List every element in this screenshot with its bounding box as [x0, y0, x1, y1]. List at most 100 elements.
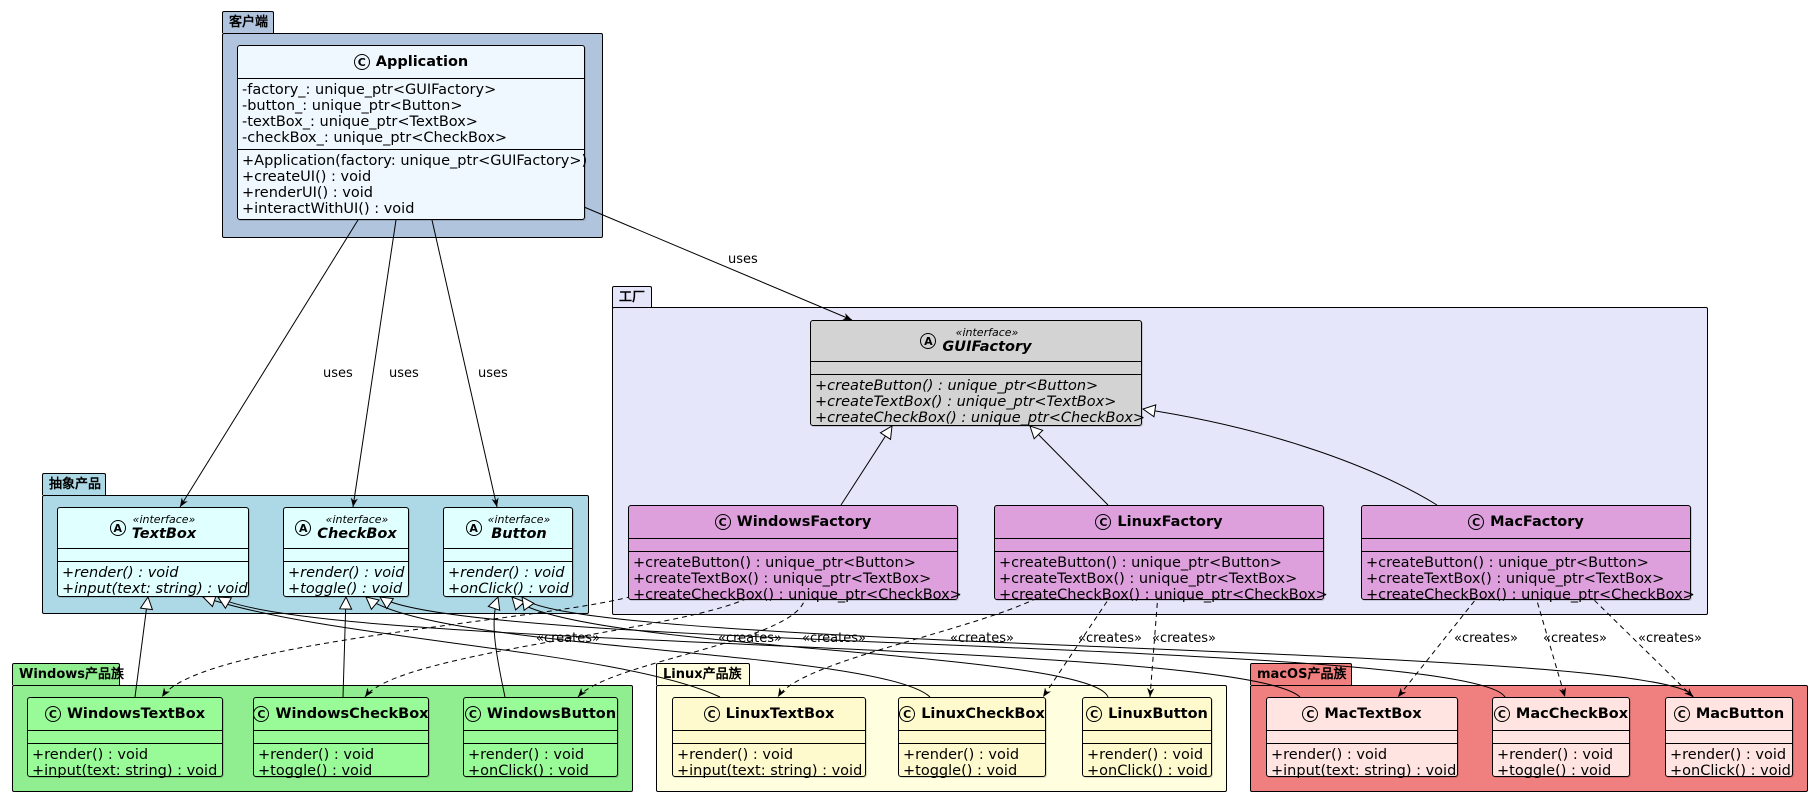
class-name: Application: [375, 54, 469, 70]
method: +createTextBox() : unique_ptr<TextBox>: [999, 571, 1298, 587]
class-windows-factory[interactable]: C WindowsFactory +createButton() : uniqu…: [628, 505, 962, 603]
method: +createCheckBox() : unique_ptr<CheckBox>: [999, 587, 1328, 603]
class-application[interactable]: C Application -factory_: unique_ptr<GUIF…: [237, 45, 588, 220]
class-header: C LinuxCheckBox: [899, 698, 1045, 731]
class-name: LinuxTextBox: [725, 706, 835, 722]
class-fields: [1362, 539, 1690, 552]
field: -factory_: unique_ptr<GUIFactory>: [242, 82, 497, 98]
class-mac-factory[interactable]: C MacFactory +createButton() : unique_pt…: [1361, 505, 1695, 603]
package-tab: Windows产品族: [12, 663, 124, 685]
class-methods: +render() : void +toggle() : void: [284, 562, 408, 600]
class-header: A «interface» CheckBox: [284, 508, 408, 549]
class-windows-button[interactable]: C WindowsButton +render() : void +onClic…: [463, 697, 618, 779]
interface-button[interactable]: A «interface» Button +render() : void +o…: [443, 507, 573, 597]
field: -textBox_: unique_ptr<TextBox>: [242, 114, 478, 130]
class-linux-factory[interactable]: C LinuxFactory +createButton() : unique_…: [994, 505, 1328, 603]
class-fields: [673, 731, 865, 744]
class-fields: [995, 539, 1323, 552]
method: +render() : void: [1497, 747, 1614, 763]
class-windows-textbox[interactable]: C WindowsTextBox +render() : void +input…: [27, 697, 223, 779]
class-header: C MacTextBox: [1267, 698, 1457, 731]
class-icon: C: [1468, 514, 1485, 530]
abstract-class-icon: A: [920, 333, 937, 349]
class-header: C WindowsCheckBox: [253, 698, 429, 731]
method: +createCheckBox() : unique_ptr<CheckBox>: [815, 410, 1146, 426]
method: +render() : void: [62, 565, 179, 581]
class-methods: +createButton() : unique_ptr<Button> +cr…: [995, 552, 1328, 606]
package-tab: Linux产品族: [656, 663, 750, 685]
method: +Application(factory: unique_ptr<GUIFact…: [242, 153, 588, 169]
stereotype: «interface»: [955, 326, 1019, 339]
class-mac-textbox[interactable]: C MacTextBox +render() : void +input(tex…: [1266, 697, 1458, 779]
method: +input(text: string) : void: [1271, 763, 1457, 779]
class-header: C LinuxFactory: [995, 506, 1323, 539]
class-methods: +render() : void +toggle() : void: [1493, 744, 1629, 782]
class-methods: +createButton() : unique_ptr<Button> +cr…: [811, 375, 1146, 429]
class-name: WindowsButton: [486, 706, 617, 722]
class-name: WindowsCheckBox: [275, 706, 429, 722]
class-methods: +render() : void +onClick() : void: [444, 562, 572, 600]
method: +createTextBox() : unique_ptr<TextBox>: [1366, 571, 1665, 587]
method: +render() : void: [32, 747, 149, 763]
class-windows-checkbox[interactable]: C WindowsCheckBox +render() : void +togg…: [253, 697, 429, 779]
method: +render() : void: [448, 565, 565, 581]
method: +onClick() : void: [1670, 763, 1791, 779]
uses-edge-textbox: [179, 219, 359, 508]
class-fields: [58, 549, 248, 562]
method: +createCheckBox() : unique_ptr<CheckBox>: [633, 587, 962, 603]
class-name: WindowsTextBox: [66, 706, 206, 722]
class-header: C WindowsButton: [464, 698, 617, 731]
method: +createTextBox() : unique_ptr<TextBox>: [815, 394, 1117, 410]
method: +createButton() : unique_ptr<Button>: [999, 555, 1282, 571]
class-header: A «interface» GUIFactory: [811, 321, 1141, 362]
edge-label-creates: «creates»: [802, 631, 866, 646]
method: +toggle() : void: [903, 763, 1018, 779]
class-header: A «interface» TextBox: [58, 508, 248, 549]
class-name: LinuxFactory: [1117, 514, 1223, 530]
class-icon: C: [1673, 706, 1690, 722]
class-linux-button[interactable]: C LinuxButton +render() : void +onClick(…: [1082, 697, 1212, 779]
class-fields: [1267, 731, 1457, 744]
method: +createCheckBox() : unique_ptr<CheckBox>: [1366, 587, 1695, 603]
class-name: MacCheckBox: [1515, 706, 1629, 722]
method: +onClick() : void: [448, 581, 569, 597]
edge-label-creates: «creates»: [1638, 631, 1702, 646]
class-gui-factory[interactable]: A «interface» GUIFactory +createButton()…: [810, 320, 1146, 429]
class-name: MacFactory: [1490, 514, 1584, 530]
class-header: C MacButton: [1666, 698, 1792, 731]
class-name: LinuxCheckBox: [921, 706, 1045, 722]
abstract-class-icon: A: [295, 520, 312, 536]
class-methods: +render() : void +toggle() : void: [899, 744, 1045, 782]
class-icon: C: [899, 706, 916, 722]
method: +createUI() : void: [242, 169, 372, 185]
class-name: GUIFactory: [942, 339, 1032, 355]
class-fields: [254, 731, 428, 744]
method: +render() : void: [468, 747, 585, 763]
method: +createButton() : unique_ptr<Button>: [815, 378, 1099, 394]
class-mac-checkbox[interactable]: C MacCheckBox +render() : void +toggle()…: [1492, 697, 1630, 779]
class-header: C Application: [238, 46, 584, 79]
method: +render() : void: [1271, 747, 1388, 763]
class-methods: +render() : void +onClick() : void: [464, 744, 617, 782]
edge-label-creates: «creates»: [1543, 631, 1607, 646]
class-fields: [1083, 731, 1211, 744]
method: +createButton() : unique_ptr<Button>: [633, 555, 916, 571]
edge-label-creates: «creates»: [1454, 631, 1518, 646]
abstract-class-icon: A: [109, 520, 126, 536]
field: -button_: unique_ptr<Button>: [242, 98, 463, 114]
class-linux-textbox[interactable]: C LinuxTextBox +render() : void +input(t…: [672, 697, 866, 779]
method: +input(text: string) : void: [677, 763, 863, 779]
interface-checkbox[interactable]: A «interface» CheckBox +render() : void …: [283, 507, 409, 597]
package-tab: 工厂: [612, 286, 652, 308]
class-icon: C: [714, 514, 731, 530]
class-header: C MacCheckBox: [1493, 698, 1629, 731]
edge-label-creates: «creates»: [1078, 631, 1142, 646]
class-mac-button[interactable]: C MacButton +render() : void +onClick() …: [1665, 697, 1793, 779]
edge-label-creates: «creates»: [536, 631, 600, 646]
method: +render() : void: [677, 747, 794, 763]
class-linux-checkbox[interactable]: C LinuxCheckBox +render() : void +toggle…: [898, 697, 1046, 779]
interface-textbox[interactable]: A «interface» TextBox +render() : void +…: [57, 507, 249, 597]
class-methods: +render() : void +onClick() : void: [1083, 744, 1211, 782]
class-methods: +render() : void +toggle() : void: [254, 744, 428, 782]
class-icon: C: [703, 706, 720, 722]
